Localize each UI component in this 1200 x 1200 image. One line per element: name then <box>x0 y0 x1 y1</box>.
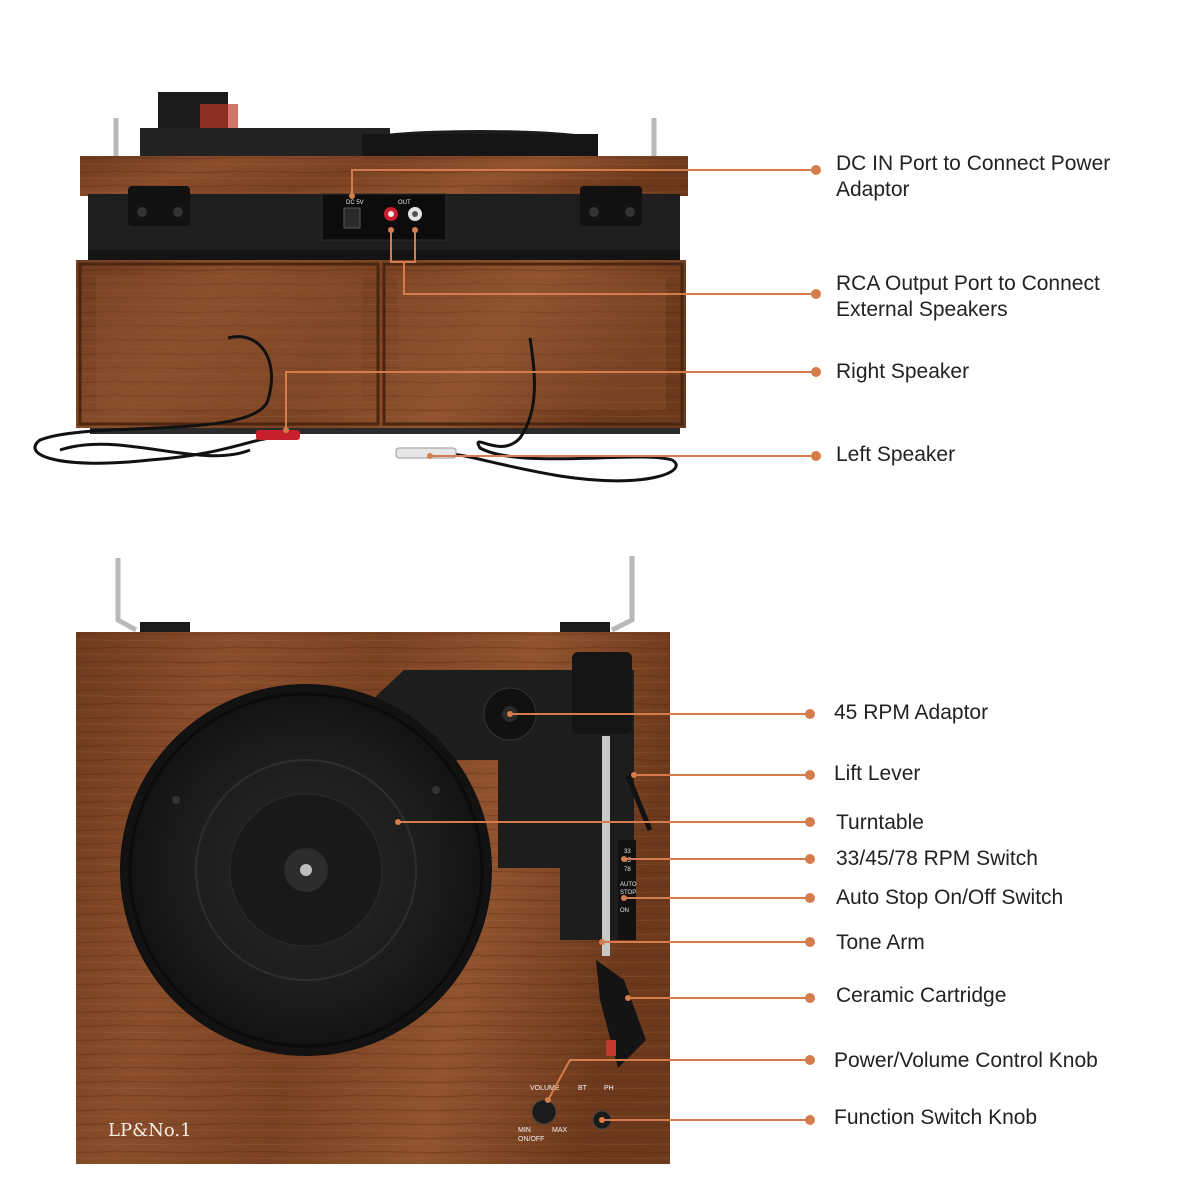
callout-power-volume-knob: Power/Volume Control Knob <box>834 1049 1098 1072</box>
max-label: MAX <box>552 1127 568 1134</box>
callout-rpm-switch: 33/45/78 RPM Switch <box>836 847 1038 870</box>
callout-right-speaker: Right Speaker <box>836 360 970 383</box>
leader-volume-knob <box>547 1059 810 1101</box>
leader-dc-in <box>351 169 816 196</box>
rear-view-turntable: DC 5V OUT <box>33 92 688 483</box>
top-view-turntable: 33 45 78 AUTO STOP ON VOLUME BT PH MIN M… <box>76 556 670 1164</box>
top-right-handle <box>610 556 635 633</box>
rear-port-panel <box>321 193 447 241</box>
rear-right-hinge <box>580 186 642 226</box>
leader-right-speaker <box>285 371 816 430</box>
left-speaker-cable <box>449 337 678 483</box>
callout-tone-arm: Tone Arm <box>836 931 925 954</box>
red-rca-plug <box>256 430 300 440</box>
callout-lines <box>285 169 816 1121</box>
auto-mark: AUTO <box>620 882 637 888</box>
leader-rca-output <box>390 230 816 295</box>
spindle <box>300 864 312 876</box>
power-volume-knob[interactable] <box>531 1099 557 1125</box>
callout-ceramic-cartridge: Ceramic Cartridge <box>836 984 1007 1007</box>
tonearm-tube <box>602 736 610 956</box>
tonearm-rest <box>572 652 632 734</box>
ph-label: PH <box>604 1085 614 1092</box>
on-mark: ON <box>620 908 629 914</box>
bt-label: BT <box>578 1085 588 1092</box>
callout-turntable: Turntable <box>836 811 924 834</box>
dc-port-label: DC 5V <box>346 200 364 206</box>
rear-left-hinge <box>128 186 190 226</box>
callout-rca-output: RCA Output Port to Connect External Spea… <box>836 272 1100 321</box>
tonearm-plate <box>374 670 634 940</box>
callout-dc-in: DC IN Port to Connect Power Adaptor <box>836 152 1111 201</box>
brand-logo: LP&No.1 <box>108 1120 192 1141</box>
stop-mark: STOP <box>620 890 636 896</box>
right-speaker-box <box>78 262 380 426</box>
top-left-handle <box>115 558 138 633</box>
rpm-mark-33: 33 <box>624 849 631 855</box>
ceramic-cartridge <box>596 960 646 1068</box>
callout-dots <box>283 165 821 1125</box>
volume-label: VOLUME <box>530 1085 560 1092</box>
callout-auto-stop-switch: Auto Stop On/Off Switch <box>836 886 1064 909</box>
callout-lift-lever: Lift Lever <box>834 762 921 785</box>
left-speaker-box <box>382 262 684 426</box>
dc-in-port <box>343 207 361 229</box>
switch-strip <box>618 840 636 940</box>
callout-adaptor-45: 45 RPM Adaptor <box>834 701 989 724</box>
out-port-label: OUT <box>398 200 411 206</box>
rpm-mark-45: 45 <box>624 858 631 864</box>
min-label: MIN <box>518 1127 531 1134</box>
callout-function-switch-knob: Function Switch Knob <box>834 1106 1038 1129</box>
callout-left-speaker: Left Speaker <box>836 443 956 466</box>
on-off-label: ON/OFF <box>518 1136 544 1143</box>
rpm-mark-78: 78 <box>624 867 631 873</box>
